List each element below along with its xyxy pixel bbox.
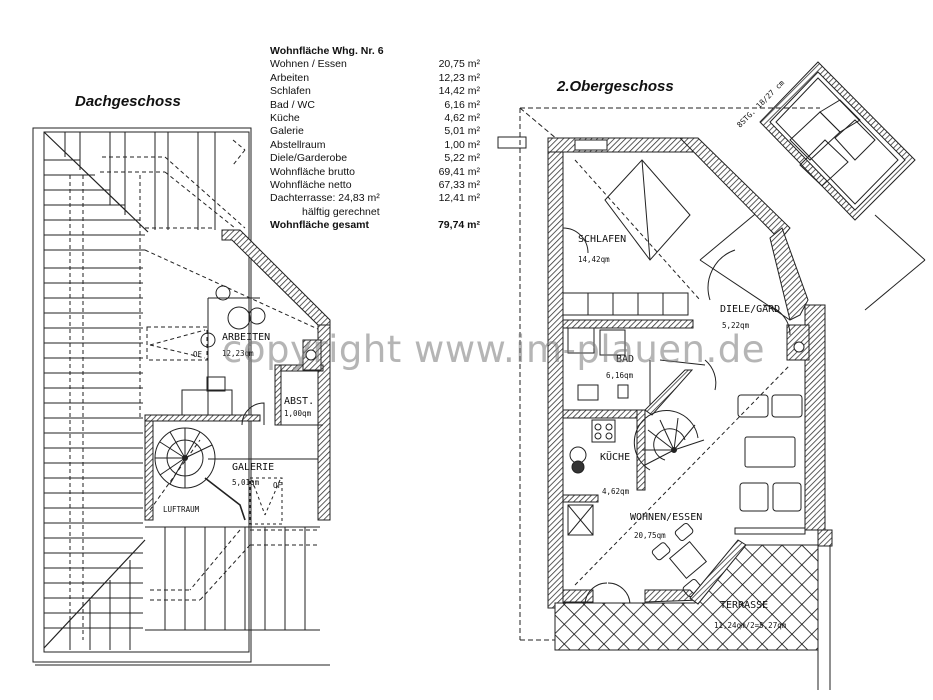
area-table-heading: Wohnfläche Whg. Nr. 6 [270, 45, 384, 57]
area-abst: 1,00qm [284, 409, 312, 418]
area-wohnen: 20,75qm [634, 531, 666, 540]
area-schlafen: 14,42qm [578, 255, 610, 264]
area-label: Abstellraum [270, 138, 326, 151]
area-arbeiten: 12,23qm [222, 349, 254, 358]
area-row: Abstellraum 1,00 m² [270, 139, 480, 152]
room-diele: DIELE/GARD [720, 304, 780, 315]
area-total-label: Wohnfläche gesamt [270, 219, 369, 232]
area-row: Arbeiten 12,23 m² [270, 72, 480, 85]
room-terrasse: TERRASSE [720, 600, 768, 611]
room-galerie: GALERIE [232, 462, 274, 473]
area-label: Diele/Garderobe [270, 152, 348, 165]
room-abst: ABST. [284, 396, 314, 407]
area-label: Bad / WC [270, 98, 315, 111]
area-row: Wohnen / Essen 20,75 m² [270, 58, 480, 71]
area-value: 14,42 m² [438, 85, 480, 98]
area-row: Bad / WC 6,16 m² [270, 99, 480, 112]
copyright-watermark: copyright www.im-plauen.de [222, 328, 765, 371]
area-label: Arbeiten [270, 71, 310, 84]
area-row: Dachterrasse: 24,83 m² 12,41 m² [270, 192, 480, 205]
area-value: 6,16 m² [444, 98, 480, 111]
floor-title-obergeschoss: 2.Obergeschoss [557, 78, 674, 95]
area-terrasse: 11,24qm/2=5,27qm [714, 621, 787, 630]
area-label: Dachterrasse: 24,83 m² [270, 192, 380, 205]
area-value: 20,75 m² [438, 58, 480, 71]
dachgeschoss-plan [32, 127, 331, 666]
area-kueche: 4,62qm [602, 487, 630, 496]
area-bad: 6,16qm [606, 371, 634, 380]
room-kueche: KÜCHE [600, 450, 630, 463]
area-note: hälftig gerechnet [302, 205, 380, 218]
note-of-1: OF [193, 350, 203, 359]
area-galerie: 5,01qm [232, 478, 260, 487]
area-value: 4,62 m² [444, 112, 480, 125]
area-value: 12,41 m² [438, 192, 480, 205]
area-label: Wohnen / Essen [270, 58, 347, 71]
area-value: 1,00 m² [444, 138, 480, 151]
note-of-2: OF [273, 481, 283, 490]
area-value: 5,22 m² [444, 152, 480, 165]
area-diele: 5,22qm [722, 321, 750, 330]
area-label: Wohnfläche brutto [270, 165, 356, 178]
area-row: Schlafen 14,42 m² [270, 85, 480, 98]
area-row: Küche 4,62 m² [270, 112, 480, 125]
area-label: Schlafen [270, 85, 311, 98]
room-schlafen: SCHLAFEN [578, 234, 626, 245]
area-row: Wohnfläche netto 67,33 m² [270, 179, 480, 192]
area-value: 5,01 m² [444, 125, 480, 138]
room-luftraum: LUFTRAUM [163, 505, 200, 514]
room-wohnen: WOHNEN/ESSEN [630, 512, 702, 523]
floor-title-dachgeschoss: Dachgeschoss [75, 93, 181, 110]
area-label: Wohnfläche netto [270, 179, 352, 192]
area-total-row: Wohnfläche gesamt 79,74 m² [270, 219, 480, 232]
area-value: 67,33 m² [438, 179, 480, 192]
area-value: 12,23 m² [438, 71, 480, 84]
room-bad: BAD [616, 354, 634, 365]
area-row: Galerie 5,01 m² [270, 125, 480, 138]
area-row: Diele/Garderobe 5,22 m² [270, 152, 480, 165]
area-label: Küche [270, 112, 300, 125]
obergeschoss-plan [497, 61, 926, 690]
room-arbeiten: ARBEITEN [222, 332, 270, 343]
area-label: Galerie [270, 125, 304, 138]
area-total-value: 79,74 m² [437, 219, 480, 232]
area-row: Wohnfläche brutto 69,41 m² [270, 166, 480, 179]
area-table: Wohnfläche Whg. Nr. 6 Wohnen / Essen 20,7… [270, 45, 480, 233]
area-value: 69,41 m² [438, 165, 480, 178]
